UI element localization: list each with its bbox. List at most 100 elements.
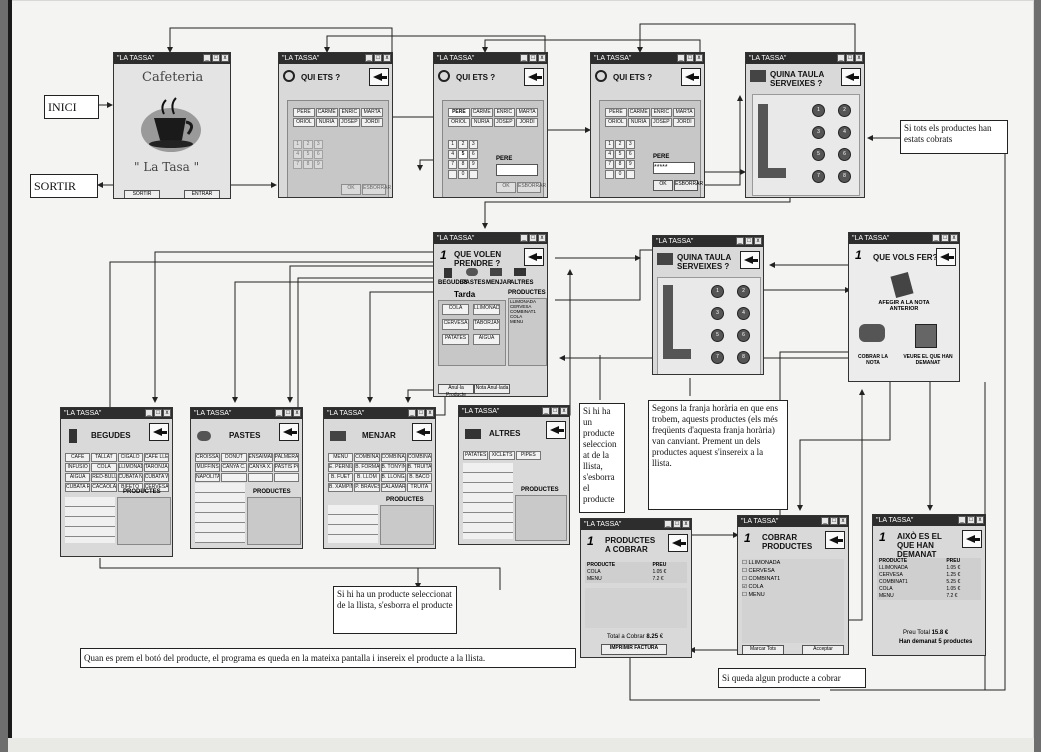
table-5[interactable]: 5 — [812, 148, 825, 161]
products-list[interactable] — [515, 495, 567, 541]
table-4[interactable]: 4 — [737, 307, 750, 320]
key-button[interactable]: 5 — [615, 150, 625, 159]
item-button[interactable]: LLIMONADA — [117, 463, 143, 472]
item-button[interactable]: COLA — [91, 463, 117, 472]
item-button[interactable]: CACAOLAT — [91, 483, 117, 492]
item-button[interactable]: B. TONYINA — [380, 463, 406, 472]
back-arrow-button[interactable] — [668, 534, 688, 552]
back-arrow-button[interactable] — [740, 251, 760, 269]
name-button[interactable]: NURIA — [470, 118, 493, 127]
back-arrow-button[interactable] — [825, 531, 845, 549]
back-arrow-button[interactable] — [369, 68, 389, 86]
password-field[interactable]: ***** — [653, 162, 695, 174]
item-button[interactable]: CUBATA R. — [65, 483, 91, 492]
cancel-button[interactable]: ESBORRAR — [517, 182, 546, 193]
item-button[interactable]: CROISSANT — [195, 453, 221, 462]
item-button[interactable]: P. BRAVES — [354, 483, 380, 492]
item-button[interactable]: B. FUET — [328, 473, 354, 482]
name-button[interactable]: JOSEP — [650, 118, 673, 127]
exit-button[interactable]: SORTIR — [124, 190, 160, 198]
name-button[interactable]: JORDI — [361, 118, 383, 127]
item-button[interactable]: B. FORMATGE — [354, 463, 380, 472]
name-button[interactable]: JORDI — [516, 118, 538, 127]
cancel-button[interactable]: ESBORRAR — [362, 184, 391, 195]
name-button[interactable]: JORDI — [673, 118, 695, 127]
tab-begudes[interactable]: BEGUDES — [438, 280, 468, 286]
key-button[interactable]: 5 — [458, 150, 468, 159]
back-arrow-button[interactable] — [524, 248, 544, 266]
quick-item[interactable]: CERVESA — [442, 319, 469, 330]
item-button[interactable]: BIFETO — [117, 483, 143, 492]
item-button[interactable]: PIPES — [515, 451, 541, 460]
name-button[interactable]: MARTA — [673, 108, 695, 117]
key-button[interactable]: 2 — [458, 140, 468, 149]
quick-item[interactable]: PATATES — [442, 334, 469, 345]
print-invoice-button[interactable]: IMPRIMIR FACTURA — [601, 644, 667, 655]
key-button[interactable]: 3 — [468, 140, 478, 149]
table-1[interactable]: 1 — [711, 285, 724, 298]
name-button[interactable]: MARTA — [516, 108, 538, 117]
back-arrow-button[interactable] — [841, 68, 861, 86]
check-item[interactable]: ☐ LLIMONADA — [742, 560, 781, 566]
table-4[interactable]: 4 — [838, 126, 851, 139]
item-button[interactable]: TRUITA — [406, 483, 432, 492]
item-button[interactable]: TALLAT — [91, 453, 117, 462]
name-button[interactable]: ENRIC — [338, 108, 361, 117]
item-button[interactable]: CUBATA N. — [117, 473, 143, 482]
accept-button[interactable]: Acceptar — [802, 645, 844, 654]
key-button[interactable]: 3 — [625, 140, 635, 149]
ok-button[interactable]: OK — [341, 184, 361, 195]
table-6[interactable]: 6 — [737, 329, 750, 342]
item-button[interactable]: CALAMARS — [380, 483, 406, 492]
item-button[interactable]: DONUT — [221, 453, 247, 462]
back-arrow-button[interactable] — [936, 248, 956, 266]
name-button[interactable]: ENRIC — [650, 108, 673, 117]
back-arrow-button[interactable] — [546, 421, 566, 439]
key-button[interactable]: 0 — [615, 170, 625, 179]
collect-icon[interactable] — [859, 324, 885, 342]
item-button[interactable]: XICLETS — [489, 451, 515, 460]
item-button[interactable]: COMBINAT3 — [406, 453, 432, 462]
name-button[interactable]: JOSEP — [493, 118, 516, 127]
name-button[interactable]: ENRIC — [493, 108, 516, 117]
item-button[interactable]: PATATES — [463, 451, 489, 460]
check-item[interactable]: ☐ MENU — [742, 592, 765, 598]
check-item[interactable]: ☐ CERVESA — [742, 568, 775, 574]
item-button[interactable]: CERVESA — [143, 483, 169, 492]
item-button[interactable]: B. XAMPINYON — [328, 483, 354, 492]
name-button[interactable]: ORIOL — [448, 118, 470, 127]
table-7[interactable]: 7 — [711, 351, 724, 364]
name-button[interactable]: JOSEP — [338, 118, 361, 127]
ok-button[interactable]: OK — [496, 182, 516, 193]
quick-item[interactable]: LLIMONADA — [473, 304, 500, 315]
item-button[interactable]: RED-BULL — [91, 473, 117, 482]
name-button[interactable]: ORIOL — [605, 118, 627, 127]
item-button[interactable]: CAFÈ LLET — [143, 453, 169, 462]
products-list[interactable] — [380, 505, 434, 545]
tab-altres[interactable]: ALTRES — [510, 280, 534, 286]
item-button[interactable]: COMBINAT2 — [380, 453, 406, 462]
item-button[interactable]: B. LLOM — [354, 473, 380, 482]
cancel-note-button[interactable]: Nota Anul·lada — [474, 384, 510, 394]
ok-button[interactable]: OK — [653, 180, 673, 191]
key-button[interactable]: 9 — [625, 160, 635, 169]
item-button[interactable]: ENSAIMADA — [247, 453, 273, 462]
name-button[interactable]: CARME — [315, 108, 338, 117]
add-note-icon[interactable] — [890, 272, 914, 298]
key-button[interactable]: 1 — [448, 140, 458, 149]
back-arrow-button[interactable] — [412, 423, 432, 441]
table-2[interactable]: 2 — [737, 285, 750, 298]
table-6[interactable]: 6 — [838, 148, 851, 161]
products-list[interactable] — [117, 497, 171, 545]
item-button[interactable]: AIGUA — [65, 473, 91, 482]
key-button[interactable]: 0 — [458, 170, 468, 179]
back-arrow-button[interactable] — [962, 530, 982, 548]
item-button[interactable]: PASTIS POMA — [273, 463, 299, 472]
quick-item[interactable]: COLA — [442, 304, 469, 315]
see-icon[interactable] — [915, 324, 937, 348]
item-button[interactable]: CUBATA W. — [143, 473, 169, 482]
products-list[interactable] — [247, 497, 301, 545]
item-button[interactable]: MUFFINS — [195, 463, 221, 472]
